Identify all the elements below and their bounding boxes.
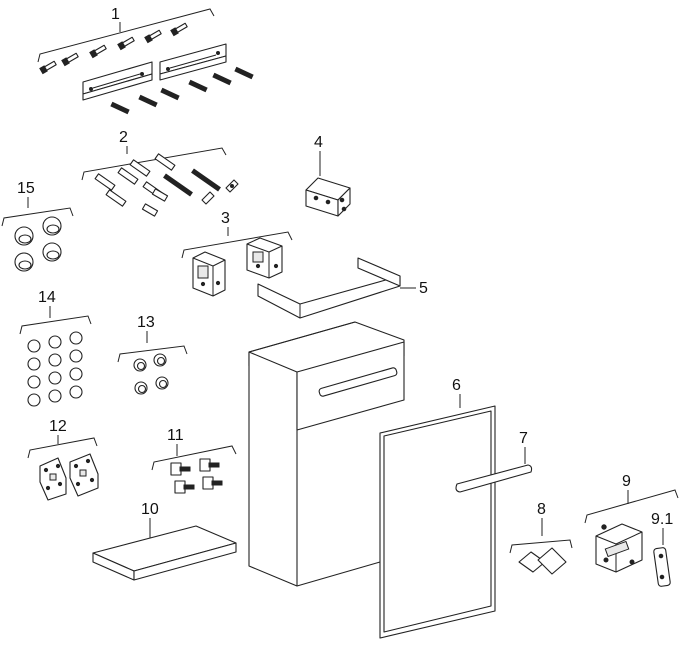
- callout-6: 6: [452, 377, 461, 394]
- cabinet-side: [248, 351, 298, 587]
- callout-5: 5: [419, 280, 428, 297]
- foot-3: [174, 480, 195, 494]
- cap-set-13: [133, 353, 169, 395]
- part-10-shelf: 10: [92, 501, 237, 581]
- part-9-1-cover-plate: 9.1: [651, 511, 673, 587]
- callout-9: 9: [622, 473, 631, 490]
- callout-7: 7: [519, 430, 528, 447]
- foot-1: [170, 462, 191, 476]
- bracket-1: [37, 8, 215, 63]
- part-14-small-caps: 14: [19, 289, 92, 407]
- shelf-side: [133, 542, 237, 581]
- cabinet-body: [248, 321, 405, 587]
- part-6-door: 6: [379, 377, 496, 639]
- screw-row-bottom: [110, 66, 254, 115]
- callout-4: 4: [314, 134, 323, 151]
- callout-9-1: 9.1: [651, 511, 673, 528]
- plate-left: [39, 457, 67, 501]
- part-3-hinge-brackets: 3: [181, 210, 293, 297]
- cabinet-towel-bar: [318, 367, 398, 397]
- callout-1: 1: [111, 6, 120, 23]
- part-1-mounting-rails: 1: [37, 6, 254, 115]
- bracket-8: [509, 539, 573, 554]
- foot-4: [202, 476, 223, 490]
- bracket-3: [181, 231, 293, 259]
- frame-body: [257, 275, 401, 319]
- screw-row-top: [39, 22, 188, 75]
- anchor-set: [94, 153, 239, 217]
- door-inner: [383, 410, 492, 633]
- bracket-14: [19, 315, 92, 335]
- cap-grid-14: [27, 331, 83, 407]
- part-4-corner-block: 4: [305, 134, 351, 217]
- part-8-pads: 8: [509, 501, 573, 575]
- hinge-bracket-left: [192, 251, 226, 297]
- rail-right: [159, 43, 227, 81]
- block-side: [337, 187, 351, 217]
- part-7-handle: 7: [455, 430, 533, 493]
- callout-10: 10: [141, 501, 159, 518]
- foot-2: [199, 458, 220, 472]
- cover-plate: [653, 547, 671, 587]
- callout-12: 12: [49, 418, 67, 435]
- callout-15: 15: [17, 180, 35, 197]
- hinge-bracket-right: [246, 237, 283, 279]
- part-13-caps: 13: [117, 314, 188, 395]
- bracket-11: [151, 445, 237, 471]
- callout-13: 13: [137, 314, 155, 331]
- knob-set-15: [14, 216, 62, 272]
- callout-8: 8: [537, 501, 546, 518]
- part-12-mounting-plates: 12: [27, 418, 99, 501]
- plate-right: [69, 453, 99, 497]
- rail-left: [82, 61, 153, 101]
- callout-11: 11: [167, 427, 184, 444]
- bracket-9: [584, 489, 679, 524]
- pad-right: [537, 547, 567, 575]
- bracket-15: [1, 207, 74, 227]
- door-handle: [455, 464, 533, 493]
- bracket-13: [117, 345, 188, 363]
- callout-14: 14: [38, 289, 56, 306]
- callout-2: 2: [119, 129, 128, 146]
- part-5-top-frame: 5: [257, 257, 428, 319]
- part-11-adjustable-feet: 11: [151, 427, 237, 494]
- bracket-2: [81, 147, 227, 181]
- part-15-knobs: 15: [1, 180, 74, 272]
- callout-3: 3: [221, 210, 230, 227]
- part-9-hinge: 9: [584, 473, 679, 573]
- bracket-12: [27, 437, 98, 459]
- part-2-anchors-screws: 2: [81, 129, 239, 217]
